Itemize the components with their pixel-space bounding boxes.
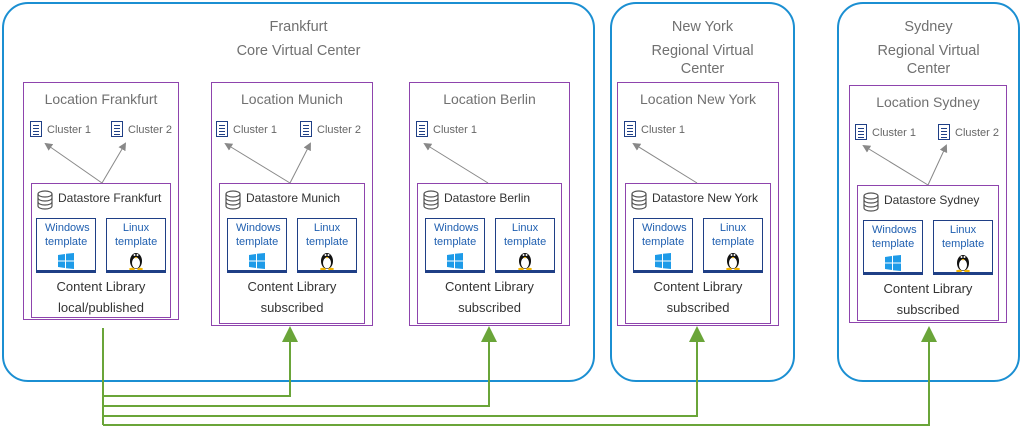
region-new-york: New York Regional Virtual Center bbox=[610, 2, 795, 382]
region-sydney: Sydney Regional Virtual Center bbox=[837, 2, 1020, 382]
windows-logo-icon bbox=[885, 255, 901, 271]
server-icon bbox=[624, 121, 636, 137]
datastore-label: Datastore Berlin bbox=[444, 191, 531, 205]
region-frankfurt: Frankfurt Core Virtual Center bbox=[2, 2, 595, 382]
content-library-type: local/published bbox=[57, 300, 144, 315]
content-library-label: Content Library bbox=[653, 279, 743, 294]
template-label: Windows template bbox=[236, 222, 281, 248]
database-icon bbox=[423, 190, 439, 210]
database-icon bbox=[863, 192, 879, 212]
database-icon bbox=[225, 190, 241, 210]
linux-template[interactable]: Linux template bbox=[495, 218, 555, 273]
content-library-type: subscribed bbox=[666, 300, 730, 315]
server-icon bbox=[111, 121, 123, 137]
location-title: Location Munich bbox=[241, 91, 343, 107]
template-label: Linux template bbox=[712, 222, 755, 248]
datastore-label: Datastore Munich bbox=[246, 191, 341, 205]
server-icon bbox=[855, 124, 867, 140]
library-sync-lines bbox=[102, 326, 937, 426]
cluster-label: Cluster 2 bbox=[955, 127, 1000, 139]
template-label: Windows template bbox=[45, 222, 90, 248]
content-library-label: Content Library bbox=[247, 279, 337, 294]
template-label: Linux template bbox=[942, 224, 985, 250]
cluster-label: Cluster 1 bbox=[641, 124, 686, 136]
location-title: Location Frankfurt bbox=[44, 91, 158, 107]
template-label: Linux template bbox=[115, 222, 158, 248]
region-title: Sydney bbox=[904, 19, 953, 35]
location-title: Location Berlin bbox=[443, 91, 536, 107]
linux-template[interactable]: Linux template bbox=[933, 220, 993, 275]
linux-template[interactable]: Linux template bbox=[297, 218, 357, 273]
cluster-label: Cluster 2 bbox=[128, 124, 173, 136]
tux-penguin-icon bbox=[320, 253, 334, 270]
content-library-type: subscribed bbox=[260, 300, 324, 315]
template-label: Windows template bbox=[434, 222, 479, 248]
datastore-label: Datastore Sydney bbox=[884, 193, 980, 207]
content-library-label: Content Library bbox=[56, 279, 146, 294]
template-label: Linux template bbox=[306, 222, 349, 248]
windows-template[interactable]: Windows template bbox=[633, 218, 693, 273]
cluster-label: Cluster 1 bbox=[872, 127, 917, 139]
windows-template[interactable]: Windows template bbox=[863, 220, 923, 275]
template-label: Windows template bbox=[642, 222, 687, 248]
content-library-label: Content Library bbox=[445, 279, 534, 294]
region-title: Frankfurt bbox=[269, 19, 328, 35]
windows-logo-icon bbox=[58, 253, 74, 269]
content-library-type: subscribed bbox=[458, 300, 521, 315]
database-icon bbox=[37, 190, 53, 210]
windows-template[interactable]: Windows template bbox=[36, 218, 96, 273]
tux-penguin-icon bbox=[129, 253, 143, 270]
content-library-type: subscribed bbox=[896, 302, 960, 317]
cluster-label: Cluster 1 bbox=[433, 124, 478, 136]
windows-logo-icon bbox=[249, 253, 265, 269]
cluster-label: Cluster 2 bbox=[317, 124, 362, 136]
location-title: Location New York bbox=[640, 91, 756, 107]
server-icon bbox=[30, 121, 42, 137]
windows-template[interactable]: Windows template bbox=[227, 218, 287, 273]
tux-penguin-icon bbox=[518, 253, 532, 270]
linux-template[interactable]: Linux template bbox=[703, 218, 763, 273]
server-icon bbox=[216, 121, 228, 137]
datastore-label: Datastore New York bbox=[652, 191, 759, 205]
database-icon bbox=[631, 190, 647, 210]
region-title: New York bbox=[671, 19, 734, 35]
linux-template[interactable]: Linux template bbox=[106, 218, 166, 273]
server-icon bbox=[416, 121, 428, 137]
region-subtitle: Core Virtual Center bbox=[236, 43, 361, 59]
datastore-label: Datastore Frankfurt bbox=[58, 191, 162, 205]
region-subtitle: Regional Virtual Center bbox=[651, 43, 754, 77]
tux-penguin-icon bbox=[956, 255, 970, 272]
content-library-label: Content Library bbox=[883, 281, 973, 296]
region-subtitle: Regional Virtual Center bbox=[877, 43, 980, 77]
windows-logo-icon bbox=[655, 253, 671, 269]
server-icon bbox=[938, 124, 950, 140]
tux-penguin-icon bbox=[726, 253, 740, 270]
template-label: Linux template bbox=[504, 222, 547, 248]
template-label: Windows template bbox=[872, 224, 917, 250]
windows-template[interactable]: Windows template bbox=[425, 218, 485, 273]
location-title: Location Sydney bbox=[876, 94, 980, 110]
cluster-label: Cluster 1 bbox=[233, 124, 278, 136]
server-icon bbox=[300, 121, 312, 137]
cluster-arrows bbox=[44, 142, 948, 186]
cluster-label: Cluster 1 bbox=[47, 124, 92, 136]
windows-logo-icon bbox=[447, 253, 463, 269]
